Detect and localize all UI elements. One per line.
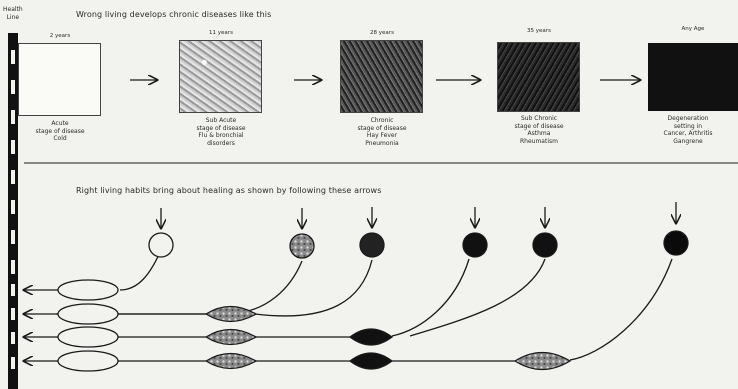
health-line-bar <box>8 33 18 389</box>
circle-sub-chronic-b <box>533 233 557 257</box>
lens-empty <box>58 304 118 324</box>
circle-degeneration <box>664 231 688 255</box>
lens-dark <box>350 329 392 345</box>
lens-mottled <box>206 307 256 322</box>
stage-circles <box>149 231 688 258</box>
lens-empty <box>58 351 118 371</box>
circle-sub-acute <box>290 234 314 258</box>
circle-sub-chronic-a <box>463 233 487 257</box>
circle-acute <box>149 233 173 257</box>
lens-empty <box>58 327 118 347</box>
healing-lenses <box>58 280 570 371</box>
lens-mottled <box>206 330 256 345</box>
lens-empty <box>58 280 118 300</box>
circle-chronic <box>360 233 384 257</box>
down-arrows <box>161 202 676 228</box>
lens-mottled <box>515 353 570 370</box>
return-arrows <box>24 290 58 361</box>
lens-mottled <box>206 354 256 369</box>
lens-dark <box>350 353 392 369</box>
